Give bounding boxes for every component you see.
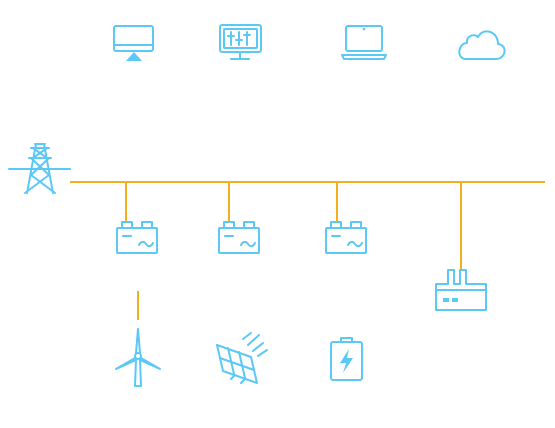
transmission-tower-icon [8,143,71,194]
control-panel-icon [219,24,262,60]
inverter-icon [116,221,158,254]
factory-icon [435,269,487,311]
monitor-icon [113,25,154,61]
laptop-icon [341,25,387,60]
inverter-icon [218,221,260,254]
solar-panel-icon [216,332,268,384]
wind-turbine-icon [115,328,161,387]
battery-icon [330,337,363,381]
inverter-icon [325,221,367,254]
cloud-icon [458,30,506,60]
power-wires [70,181,545,320]
